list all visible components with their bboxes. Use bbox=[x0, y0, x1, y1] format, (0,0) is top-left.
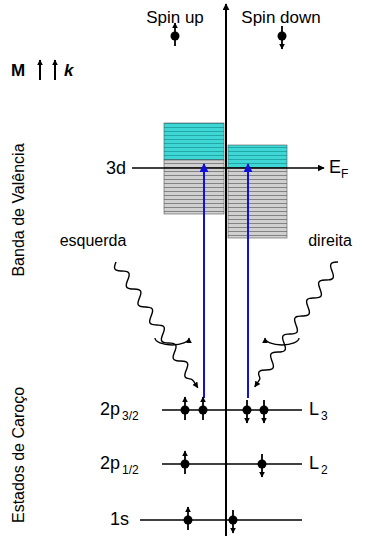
electron-dot bbox=[229, 516, 238, 525]
region-label: Estados de Caroço bbox=[11, 387, 27, 523]
level-label: 3d bbox=[106, 159, 126, 177]
photon-wave bbox=[255, 262, 338, 387]
subscript: 1/2 bbox=[122, 464, 139, 476]
level-label: 2p bbox=[100, 454, 120, 472]
wavevector-arrow bbox=[54, 60, 56, 80]
energy-axis bbox=[225, 4, 227, 536]
electron-dot bbox=[181, 460, 190, 469]
electron-dot bbox=[260, 406, 269, 415]
transition-arrow bbox=[247, 164, 249, 398]
electron-dot bbox=[184, 516, 193, 525]
electron-dot bbox=[243, 406, 252, 415]
magnetization-arrow bbox=[39, 60, 41, 80]
fermi-level-line bbox=[132, 167, 324, 169]
electron-dot bbox=[278, 32, 287, 41]
level-label: 1s bbox=[110, 510, 129, 528]
subscript: 3 bbox=[321, 410, 328, 422]
electron-dot bbox=[171, 32, 180, 41]
fermi-label: E bbox=[329, 158, 341, 176]
polarization-arrow bbox=[265, 338, 299, 345]
edge-label: L bbox=[309, 400, 319, 418]
subscript: F bbox=[341, 168, 348, 180]
spin-down-band bbox=[228, 145, 287, 238]
electron-dot bbox=[258, 460, 267, 469]
subscript: 3/2 bbox=[122, 410, 139, 422]
electron-dot bbox=[181, 406, 190, 415]
level-1s bbox=[140, 519, 302, 521]
photon-waves bbox=[115, 262, 338, 388]
region-label: Banda de Valência bbox=[11, 143, 27, 276]
vector-label: M bbox=[11, 62, 25, 79]
electron-dot bbox=[199, 406, 208, 415]
spin-label: Spin down bbox=[241, 9, 320, 26]
photon-wave bbox=[115, 262, 198, 388]
electron-dots bbox=[171, 23, 287, 533]
polarization-label: direita bbox=[308, 233, 352, 249]
subscript: 2 bbox=[321, 464, 328, 476]
vector-label: k bbox=[64, 62, 73, 79]
spin-label: Spin up bbox=[146, 9, 204, 26]
polarization-label: esquerda bbox=[60, 233, 127, 249]
polarization-arrow bbox=[155, 338, 189, 345]
level-label: 2p bbox=[100, 400, 120, 418]
transition-arrow bbox=[203, 164, 205, 398]
edge-label: L bbox=[309, 454, 319, 472]
